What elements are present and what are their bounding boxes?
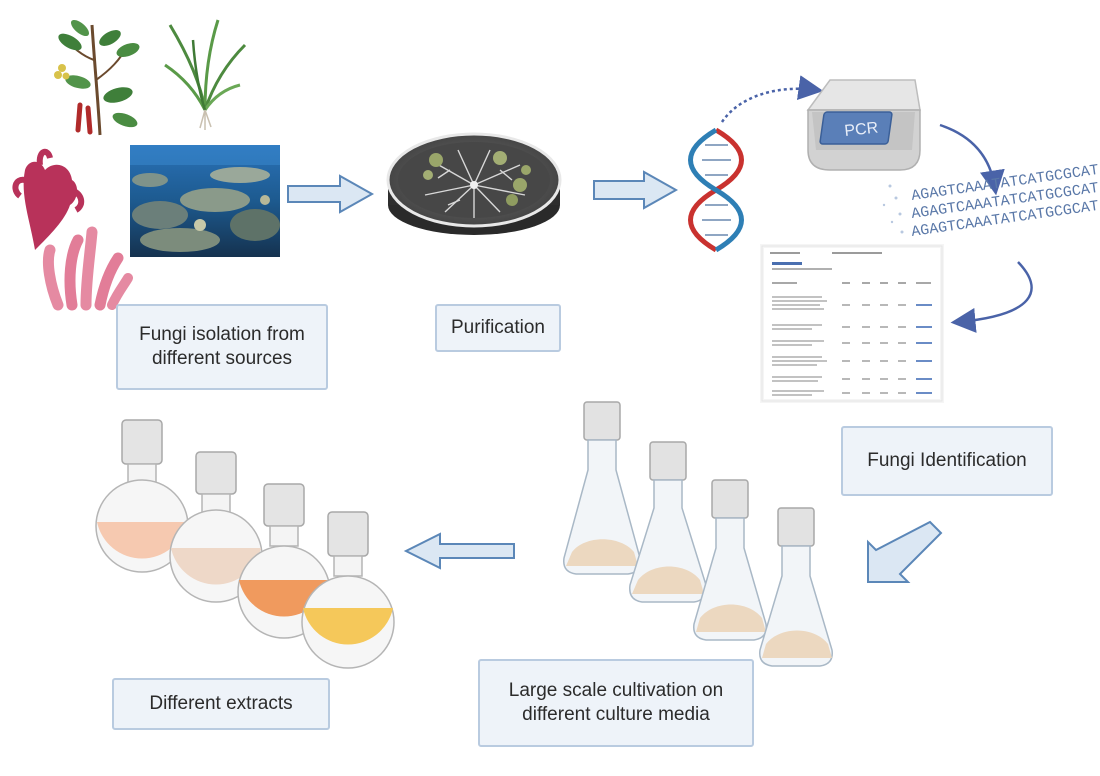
- curve-arrow-to-blast: [950, 261, 1033, 333]
- petri-dish-icon: [386, 132, 562, 235]
- extract-flask-icon: [95, 419, 189, 573]
- curve-arrow-to-sequence: [939, 123, 1005, 196]
- isolation-label: Fungi isolation from different sources: [116, 304, 328, 390]
- culture-flask-icon: [563, 401, 641, 575]
- pink-sponge-coral-icon: [42, 226, 133, 311]
- plant-shrub-icon: [54, 19, 140, 136]
- arrow-to-dna: [593, 170, 679, 210]
- purification-label: Purification: [435, 304, 561, 352]
- grass-plant-icon: [164, 19, 247, 130]
- arrow-to-extracts: [403, 532, 515, 570]
- extract-flask-icon: [301, 511, 395, 669]
- arrow-to-cultivation: [867, 520, 943, 583]
- pcr-label: PCR: [844, 120, 879, 140]
- culture-flask-icon: [693, 479, 767, 641]
- extract-flask-icon: [169, 451, 263, 603]
- red-algae-icon: [12, 148, 85, 250]
- dna-helix-icon: [688, 127, 744, 253]
- blast-result-document: [760, 244, 944, 403]
- culture-flask-icon: [629, 441, 707, 603]
- cultivation-label: Large scale cultivation on different cul…: [478, 659, 754, 747]
- arrow-to-purification: [287, 174, 375, 214]
- coral-reef-photo: [130, 145, 280, 257]
- curve-arrow-to-pcr: [720, 75, 824, 123]
- extracts-label: Different extracts: [112, 678, 330, 730]
- culture-flask-icon: [759, 507, 833, 667]
- pcr-machine-icon: PCR: [806, 79, 921, 171]
- identification-label: Fungi Identification: [841, 426, 1053, 496]
